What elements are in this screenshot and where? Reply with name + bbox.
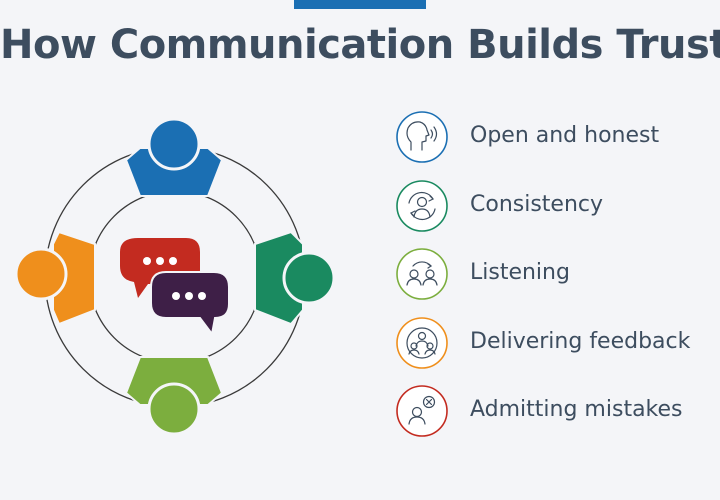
- ellipsis-dot: [185, 292, 193, 300]
- top-accent-bar: [294, 0, 426, 9]
- list-item-label: Listening: [470, 260, 570, 285]
- list-item-delivering-feedback: Delivering feedback: [395, 316, 715, 385]
- ellipsis-dot: [143, 257, 151, 265]
- speaking-head-icon: [396, 111, 448, 163]
- speech-bubble-purple-shape: [150, 271, 230, 337]
- person-right-head: [282, 251, 336, 305]
- person-error-icon: [396, 385, 448, 437]
- list-item-consistency: Consistency: [395, 179, 715, 248]
- person-left: [14, 230, 96, 326]
- person-top: [124, 117, 224, 197]
- group-feedback-icon: [396, 316, 448, 369]
- list-item-label: Consistency: [470, 191, 604, 217]
- ellipsis-dot: [169, 257, 177, 265]
- list-item-listening: Listening: [395, 247, 715, 316]
- person-right: [254, 230, 336, 326]
- person-top-body: [124, 147, 224, 197]
- person-left-body: [52, 230, 96, 326]
- trust-factors-list: Open and honest Consistency: [395, 110, 715, 453]
- person-bottom-head: [147, 382, 201, 436]
- ellipsis-dot: [198, 292, 206, 300]
- two-people-talking-icon: [396, 248, 448, 300]
- ellipsis-dot: [156, 257, 164, 265]
- list-item-admitting-mistakes: Admitting mistakes: [395, 384, 715, 453]
- person-bottom-body: [124, 356, 224, 406]
- list-item-label: Admitting mistakes: [470, 397, 683, 422]
- ellipsis-dot: [172, 292, 180, 300]
- person-right-body: [254, 230, 304, 326]
- list-item-label: Delivering feedback: [470, 328, 691, 354]
- speech-bubble-purple: [150, 271, 230, 337]
- list-item-open-and-honest: Open and honest: [395, 110, 715, 179]
- person-bottom: [124, 356, 224, 436]
- person-cycle-icon: [396, 179, 448, 232]
- page-title: How Communication Builds Trust: [0, 22, 720, 68]
- person-left-head: [14, 247, 68, 301]
- list-item-label: Open and honest: [470, 123, 660, 148]
- person-top-head: [147, 117, 201, 171]
